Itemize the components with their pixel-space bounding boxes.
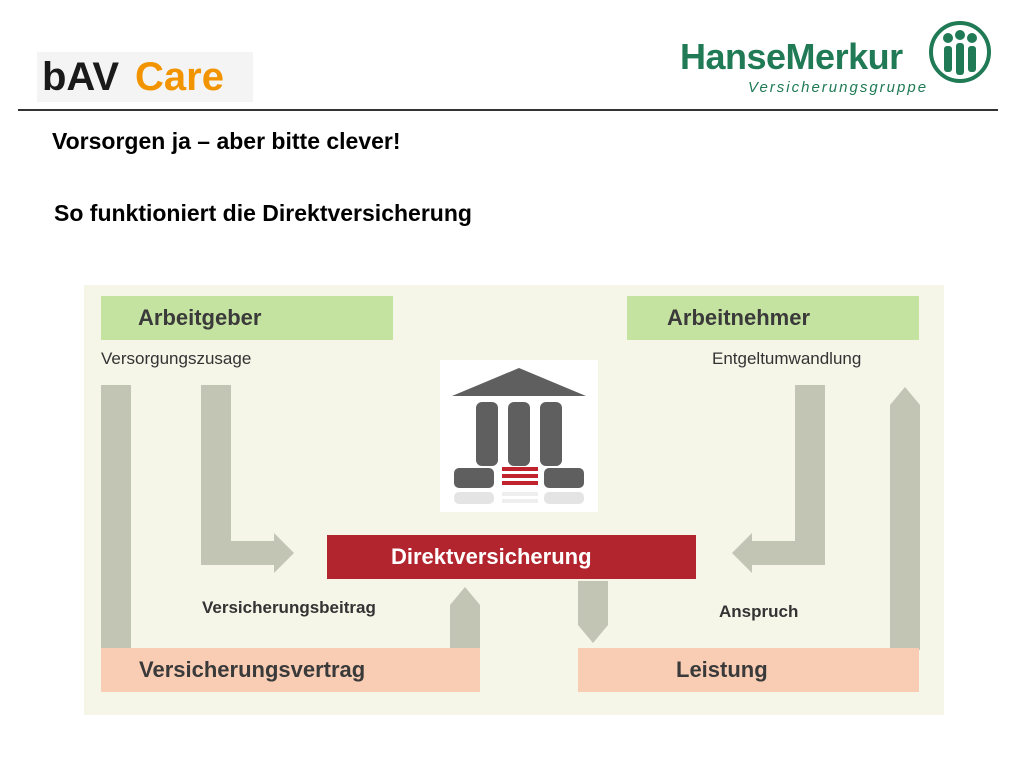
left-bar-arrow bbox=[101, 385, 131, 650]
vertrag-to-direkt-arrow bbox=[450, 587, 480, 650]
versorgungszusage-label: Versorgungszusage bbox=[101, 349, 252, 368]
bav-care-logo: bAV Care bbox=[37, 52, 253, 102]
versicherungsvertrag-label: Versicherungsvertrag bbox=[139, 657, 366, 682]
arbeitnehmer-to-direkt-arrow bbox=[732, 385, 825, 573]
bav-logo-text: bAV bbox=[42, 55, 120, 99]
hansemerkur-emblem-icon bbox=[929, 21, 991, 83]
page-subtitle: So funktioniert die Direktversicherung bbox=[54, 200, 472, 226]
leistung-box: Leistung bbox=[578, 648, 919, 692]
direktversicherung-diagram: Arbeitgeber Arbeitnehmer Versorgungszusa… bbox=[84, 285, 944, 715]
arbeitgeber-box: Arbeitgeber bbox=[101, 296, 393, 340]
hansemerkur-name: HanseMerkur bbox=[680, 36, 903, 77]
direktversicherung-label: Direktversicherung bbox=[391, 544, 592, 569]
arbeitnehmer-label: Arbeitnehmer bbox=[667, 305, 811, 330]
leistung-label: Leistung bbox=[676, 657, 768, 682]
care-logo-text: Care bbox=[135, 55, 224, 99]
page-title: Vorsorgen ja – aber bitte clever! bbox=[52, 128, 401, 154]
arbeitgeber-to-direkt-arrow bbox=[201, 385, 294, 573]
flow-arrows bbox=[101, 385, 920, 650]
hansemerkur-sub: Versicherungsgruppe bbox=[748, 79, 929, 96]
right-up-arrow bbox=[890, 387, 920, 650]
direkt-to-leistung-arrow bbox=[578, 581, 608, 643]
arbeitnehmer-box: Arbeitnehmer bbox=[627, 296, 919, 340]
insurance-building-box bbox=[440, 360, 598, 512]
direktversicherung-box: Direktversicherung bbox=[327, 535, 696, 579]
bank-building-icon bbox=[452, 368, 586, 504]
anspruch-label: Anspruch bbox=[719, 602, 799, 621]
hansemerkur-logo: HanseMerkur Versicherungsgruppe bbox=[680, 21, 1000, 105]
versicherungsvertrag-box: Versicherungsvertrag bbox=[101, 648, 480, 692]
versicherungsbeitrag-label: Versicherungsbeitrag bbox=[202, 598, 376, 617]
header-divider bbox=[18, 109, 998, 111]
arbeitgeber-label: Arbeitgeber bbox=[138, 305, 262, 330]
entgeltumwandlung-label: Entgeltumwandlung bbox=[712, 349, 862, 368]
